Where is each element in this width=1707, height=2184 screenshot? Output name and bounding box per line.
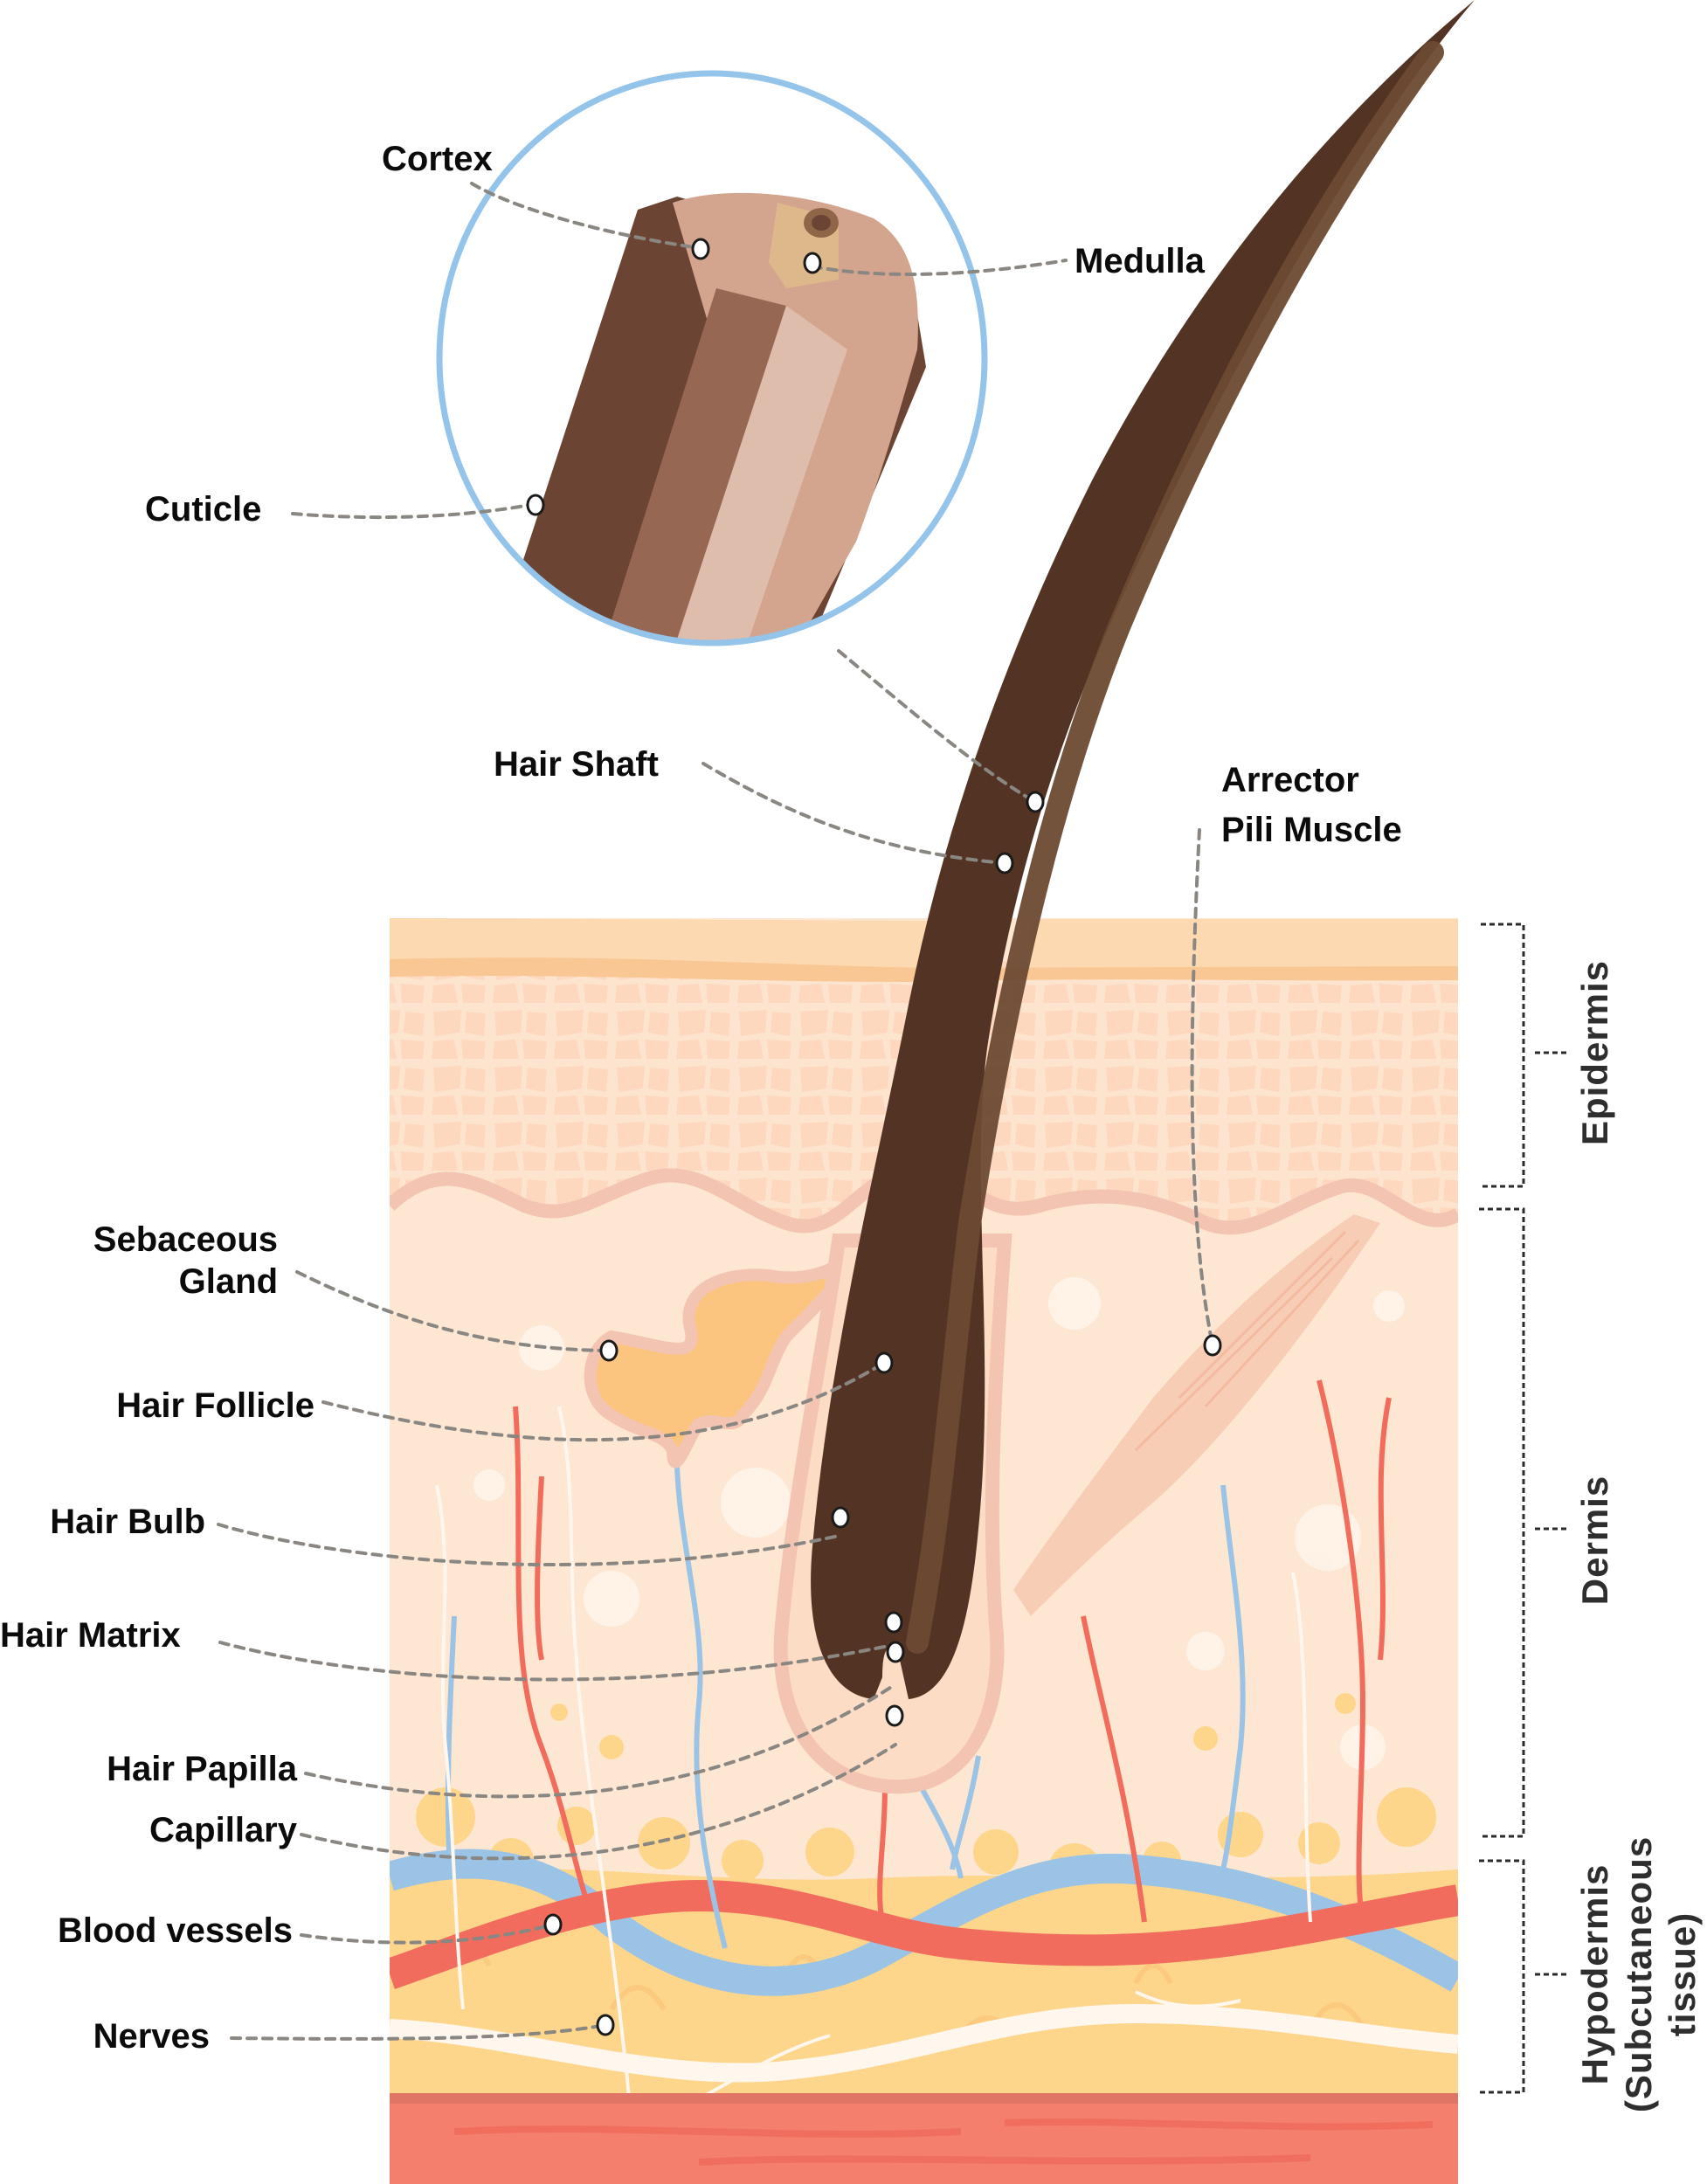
label-sebaceous-line2: Gland [179,1262,278,1301]
nerves-dot[interactable] [596,2014,615,2036]
label-cortex: Cortex [382,140,493,178]
label-blood-vessels: Blood vessels [58,1911,293,1950]
label-arrector-line1: Arrector [1221,761,1359,799]
hair-shaft-inset [436,70,988,646]
epidermis-bracket [1479,923,1525,1188]
capillaries-red [513,1379,1392,1924]
artery [390,1879,1458,1989]
hair-bulb-dot[interactable] [831,1506,850,1529]
label-arrector-line2: Pili Muscle [1221,811,1402,849]
label-epidermis: Epidermis [1574,960,1615,1145]
hair-papilla-dot[interactable] [886,1641,905,1663]
hair-shaft-dot-inset[interactable] [1026,791,1045,813]
label-hair-papilla: Hair Papilla [107,1750,298,1788]
label-medulla: Medulla [1075,242,1206,280]
vein [390,1849,1458,1996]
blood-vessels-dot[interactable] [543,1913,563,1936]
hair-follicle-dot[interactable] [874,1351,894,1374]
label-hair-matrix: Hair Matrix [0,1616,181,1655]
leader-lines [217,182,1214,2041]
anchor-dots [526,238,1222,2036]
label-dermis: Dermis [1574,1476,1615,1605]
label-hair-bulb: Hair Bulb [50,1503,205,1541]
label-nerves: Nerves [93,2017,210,2056]
label-hypodermis-line1: Hypodermis [1574,1864,1615,2085]
label-hair-follicle: Hair Follicle [116,1386,314,1425]
label-hypodermis-line3: tissue) [1662,1912,1703,2036]
hair [811,0,1475,1699]
inset-cuticle [489,197,677,643]
medulla-dot[interactable] [803,252,822,274]
label-capillary: Capillary [149,1811,298,1849]
label-sebaceous-line1: Sebaceous [93,1220,278,1259]
layer-brackets: Epidermis Dermis Hypodermis (Subcutaneou… [1479,923,1703,2112]
dermis-bubbles [473,1277,1405,1770]
inset-ring [436,70,988,646]
hair-shaft-dot[interactable] [995,852,1014,874]
hair-shaft [811,0,1475,1699]
label-cuticle: Cuticle [145,490,261,529]
arrector-pili-dot[interactable] [1203,1334,1222,1357]
label-hypodermis-line2: (Subcutaneous [1618,1836,1659,2112]
cortex-dot[interactable] [691,238,710,260]
label-hair-shaft: Hair Shaft [494,745,659,784]
capillary-dot[interactable] [885,1704,904,1727]
nerve [390,2003,1458,2083]
muscle-layer [390,2093,1458,2184]
hypodermis-layer [390,1868,1458,2097]
sebaceous-gland-dot[interactable] [599,1339,619,1362]
structure-labels: Cortex Medulla Cuticle Hair Shaft Arrect… [0,140,1402,2056]
sebaceous-gland [584,1203,888,1469]
hair-matrix-dot[interactable] [884,1611,903,1634]
dermis-bracket [1479,1207,1525,1838]
hypodermis-bracket [1479,1859,1525,2094]
cuticle-dot[interactable] [526,494,545,516]
